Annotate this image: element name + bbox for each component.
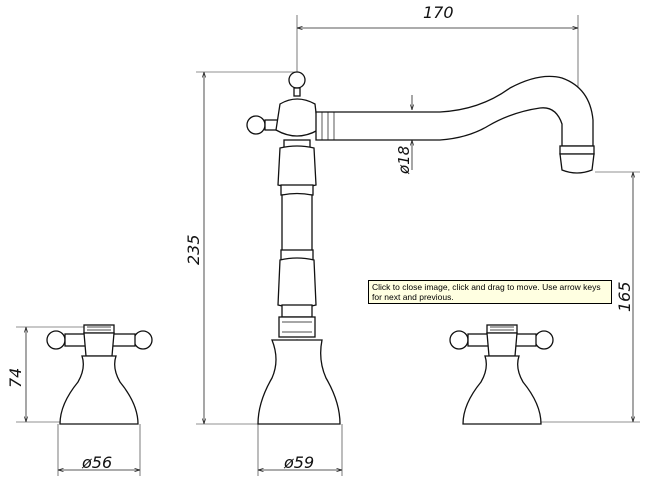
right-cross-handle: [449, 324, 554, 425]
tooltip-text: Click to close image, click and drag to …: [372, 282, 601, 302]
dimension-label-165: 165: [615, 281, 634, 312]
dimension-label-74: 74: [6, 368, 25, 388]
dimension-diameter-18: ø18: [395, 95, 413, 175]
dimension-label-diameter-56: ø56: [81, 453, 112, 472]
dimension-diameter-56: ø56: [57, 424, 141, 476]
spout-assembly: [246, 71, 595, 425]
left-cross-handle: [46, 324, 153, 425]
dimension-235: 235: [184, 71, 295, 425]
dimension-label-diameter-18: ø18: [395, 146, 413, 175]
dimension-165: 165: [512, 171, 640, 423]
dimension-label-235: 235: [184, 234, 203, 265]
image-viewer-tooltip[interactable]: Click to close image, click and drag to …: [368, 280, 612, 304]
dimension-74: 74: [6, 326, 88, 423]
dimension-diameter-59: ø59: [257, 424, 343, 476]
dimension-label-170: 170: [423, 3, 454, 22]
dimension-label-diameter-59: ø59: [283, 453, 314, 472]
